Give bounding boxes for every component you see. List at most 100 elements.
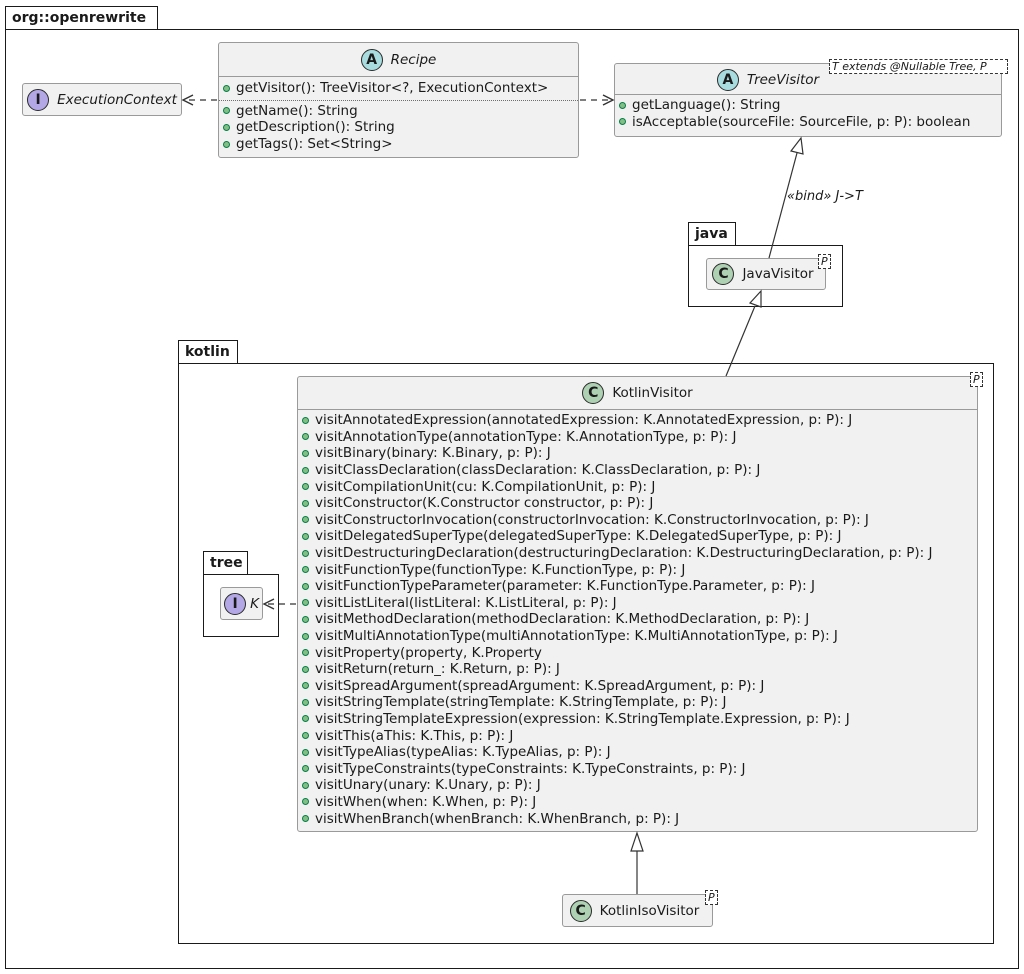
kotlin-visitor-method: visitUnary(unary: K.Unary, p: P): J: [302, 777, 971, 794]
public-method-icon: [302, 516, 309, 524]
kotlin-visitor-method: visitAnnotationType(annotationType: K.An…: [302, 429, 971, 446]
kotlin-visitor-method: visitMultiAnnotationType(multiAnnotation…: [302, 628, 971, 645]
dependency-recipe-tree-visitor: [580, 94, 615, 106]
package-tree: [203, 574, 279, 637]
kotlin-visitor-method: visitTypeAlias(typeAlias: K.TypeAlias, p…: [302, 744, 971, 761]
public-method-icon: [302, 781, 309, 789]
kotlin-visitor-method: visitDestructuringDeclaration(destructur…: [302, 545, 971, 562]
kotlin-visitor-method-text: visitClassDeclaration(classDeclaration: …: [315, 462, 761, 479]
package-tab-java: java: [688, 222, 736, 246]
kotlin-visitor-type-parameter: P: [970, 372, 983, 387]
public-method-icon: [302, 433, 309, 441]
bind-label: «bind» J->T: [787, 189, 863, 204]
kotlin-visitor-method-text: visitMethodDeclaration(methodDeclaration…: [315, 611, 810, 628]
kotlin-visitor-method: visitAnnotatedExpression(annotatedExpres…: [302, 412, 971, 429]
kotlin-visitor-method: visitReturn(return_: K.Return, p: P): J: [302, 661, 971, 678]
kotlin-visitor-method: visitClassDeclaration(classDeclaration: …: [302, 462, 971, 479]
public-method-icon: [302, 682, 309, 690]
public-method-icon: [302, 732, 309, 740]
public-method-icon: [619, 118, 626, 126]
generalization-kotlin-visitor-java-visitor: [725, 289, 762, 377]
java-visitor-name: JavaVisitor: [742, 266, 814, 282]
public-method-icon: [302, 748, 309, 756]
dependency-recipe-execution-context: [181, 94, 217, 106]
recipe-method: getVisitor(): TreeVisitor<?, ExecutionCo…: [223, 80, 572, 97]
recipe-method-text: getTags(): Set<String>: [236, 136, 393, 153]
public-method-icon: [302, 715, 309, 723]
kotlin-visitor-method: visitFunctionTypeParameter(parameter: K.…: [302, 578, 971, 595]
kotlin-visitor-method-text: visitBinary(binary: K.Binary, p: P): J: [315, 445, 551, 462]
kotlin-visitor-method: visitBinary(binary: K.Binary, p: P): J: [302, 445, 971, 462]
kotlin-visitor-method-text: visitAnnotationType(annotationType: K.An…: [315, 428, 737, 445]
kotlin-visitor-method-text: visitDestructuringDeclaration(destructur…: [315, 545, 933, 562]
kotlin-visitor-method: visitWhen(when: K.When, p: P): J: [302, 794, 971, 811]
kotlin-iso-visitor-class[interactable]: C KotlinIsoVisitor: [562, 894, 713, 927]
k-interface-name: K: [250, 595, 259, 612]
kotlin-visitor-method: visitFunctionType(functionType: K.Functi…: [302, 561, 971, 578]
kotlin-visitor-method: visitMethodDeclaration(methodDeclaration…: [302, 611, 971, 628]
recipe-method-text: getDescription(): String: [236, 119, 395, 136]
kotlin-visitor-method: visitWhenBranch(whenBranch: K.WhenBranch…: [302, 810, 971, 827]
public-method-icon: [302, 798, 309, 806]
kotlin-iso-visitor-type-parameter: P: [705, 890, 718, 905]
generalization-kotlin-iso-visitor-kotlin-visitor: [630, 831, 644, 894]
execution-context-interface[interactable]: I ExecutionContext: [22, 83, 182, 116]
public-method-icon: [223, 123, 230, 131]
abstract-class-icon: A: [716, 69, 739, 91]
kotlin-visitor-method-text: visitStringTemplateExpression(expression…: [315, 710, 850, 727]
java-visitor-class[interactable]: C JavaVisitor: [706, 258, 826, 290]
public-method-icon: [302, 649, 309, 657]
tree-visitor-method-text: getLanguage(): String: [632, 97, 781, 114]
kotlin-visitor-method: visitDelegatedSuperType(delegatedSuperTy…: [302, 528, 971, 545]
public-method-icon: [302, 632, 309, 640]
kotlin-visitor-method-text: visitDelegatedSuperType(delegatedSuperTy…: [315, 528, 842, 545]
kotlin-visitor-method-text: visitThis(aThis: K.This, p: P): J: [315, 727, 514, 744]
public-method-icon: [302, 449, 309, 457]
tree-visitor-method-text: isAcceptable(sourceFile: SourceFile, p: …: [632, 113, 971, 130]
kotlin-visitor-class[interactable]: C KotlinVisitor visitAnnotatedExpression…: [297, 376, 978, 832]
recipe-method: getName(): String: [223, 103, 572, 120]
interface-icon: I: [224, 592, 247, 615]
tree-visitor-name: TreeVisitor: [746, 72, 820, 88]
public-method-icon: [302, 466, 309, 474]
kotlin-visitor-method-text: visitUnary(unary: K.Unary, p: P): J: [315, 777, 541, 794]
tree-visitor-method: getLanguage(): String: [619, 97, 995, 114]
kotlin-visitor-method-text: visitAnnotatedExpression(annotatedExpres…: [315, 412, 853, 429]
public-method-icon: [302, 549, 309, 557]
public-method-icon: [302, 599, 309, 607]
tree-visitor-class[interactable]: A TreeVisitor getLanguage(): String isAc…: [614, 63, 1002, 137]
recipe-class[interactable]: A Recipe getVisitor(): TreeVisitor<?, Ex…: [218, 42, 579, 158]
kotlin-visitor-method: visitCompilationUnit(cu: K.CompilationUn…: [302, 478, 971, 495]
public-method-icon: [302, 532, 309, 540]
kotlin-iso-visitor-name: KotlinIsoVisitor: [599, 902, 700, 919]
kotlin-visitor-method-text: visitFunctionTypeParameter(parameter: K.…: [315, 578, 815, 595]
kotlin-visitor-method-text: visitFunctionType(functionType: K.Functi…: [315, 561, 686, 578]
kotlin-visitor-method-text: visitConstructor(K.Constructor construct…: [315, 495, 654, 512]
kotlin-visitor-method-text: visitCompilationUnit(cu: K.CompilationUn…: [315, 478, 656, 495]
kotlin-visitor-method-text: visitProperty(property, K.Property: [315, 644, 542, 661]
kotlin-visitor-method: visitTypeConstraints(typeConstraints: K.…: [302, 760, 971, 777]
package-tab-root: org::openrewrite: [5, 6, 158, 30]
dependency-kotlin-visitor-k: [262, 598, 296, 610]
kotlin-visitor-method-text: visitListLiteral(listLiteral: K.ListLite…: [315, 594, 617, 611]
public-method-icon: [302, 582, 309, 590]
java-visitor-type-parameter: P: [818, 254, 831, 269]
recipe-method: getDescription(): String: [223, 119, 572, 136]
kotlin-visitor-method-text: visitReturn(return_: K.Return, p: P): J: [315, 661, 560, 678]
public-method-icon: [302, 815, 309, 823]
public-method-icon: [302, 615, 309, 623]
public-method-icon: [302, 483, 309, 491]
kotlin-visitor-method: visitStringTemplateExpression(expression…: [302, 711, 971, 728]
generalization-java-visitor-tree-visitor: [768, 136, 804, 259]
recipe-method: getTags(): Set<String>: [223, 136, 572, 153]
public-method-icon: [302, 665, 309, 673]
k-interface[interactable]: I K: [220, 587, 263, 620]
public-method-icon: [302, 416, 309, 424]
public-method-icon: [302, 499, 309, 507]
tree-visitor-type-parameter: T extends @Nullable Tree, P: [829, 59, 1008, 74]
package-root: [5, 29, 1019, 969]
interface-icon: I: [27, 88, 50, 111]
package-kotlin-label: kotlin: [185, 344, 230, 360]
kotlin-visitor-method: visitStringTemplate(stringTemplate: K.St…: [302, 694, 971, 711]
public-method-icon: [223, 107, 230, 115]
